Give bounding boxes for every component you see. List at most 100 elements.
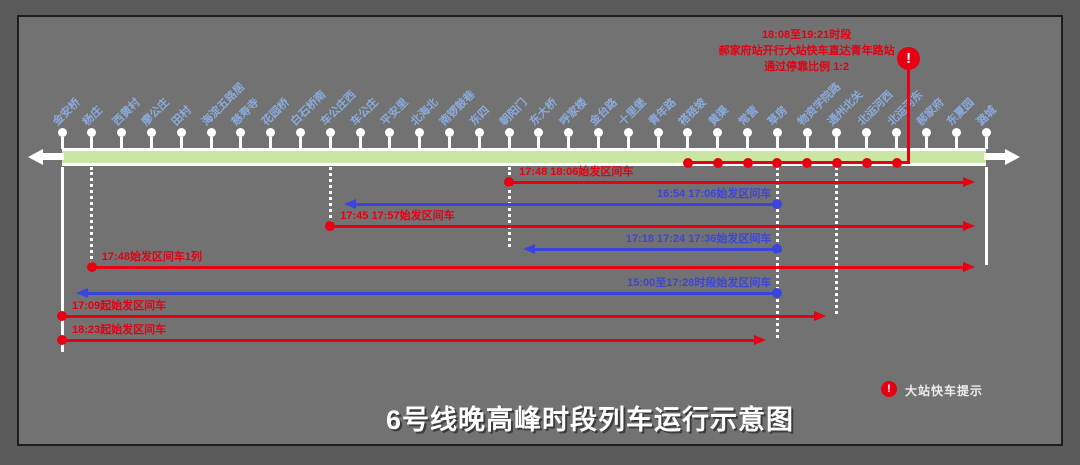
station-tick xyxy=(567,137,571,149)
train-origin-dot xyxy=(504,177,515,187)
station-dot xyxy=(206,128,216,137)
station-dot xyxy=(534,128,544,137)
train-label: 16:54 17:06始发区间车 xyxy=(657,188,772,200)
station-tick xyxy=(447,137,451,149)
station-guide-line xyxy=(984,167,988,265)
station-dot xyxy=(713,128,723,137)
station-dot xyxy=(564,128,574,137)
station-tick xyxy=(209,137,213,149)
train-label: 17:48 18:06始发区间车 xyxy=(519,166,634,178)
legend-alert-icon: ! xyxy=(881,381,897,397)
station-tick xyxy=(60,137,64,149)
express-alert-icon: ! xyxy=(897,46,921,70)
train-origin-dot xyxy=(86,262,97,272)
station-tick xyxy=(179,137,183,149)
train-label: 15:00至17:28时段始发区间车 xyxy=(627,277,772,289)
station-dot xyxy=(117,128,127,137)
train-arrowhead xyxy=(754,335,767,345)
track-west-shaft xyxy=(42,153,64,160)
express-notice-line: 18:08至19:21时段 xyxy=(761,29,852,41)
track-east-shaft xyxy=(984,153,1006,160)
station-tick xyxy=(805,137,809,149)
station-dot xyxy=(623,128,633,137)
station-dot xyxy=(743,128,753,137)
train-label: 17:09起始发区间车 xyxy=(72,300,167,312)
station-guide-line xyxy=(90,167,94,265)
arrow-west-icon xyxy=(28,149,43,165)
train-arrowhead xyxy=(963,221,975,231)
train-origin-dot xyxy=(57,311,67,321)
station-tick xyxy=(298,137,302,149)
train-origin-dot xyxy=(772,244,783,254)
station-tick xyxy=(120,137,124,149)
train-label: 17:45 17:57始发区间车 xyxy=(340,210,455,222)
station-tick xyxy=(656,137,660,149)
station-tick xyxy=(239,137,243,149)
station-dot xyxy=(832,128,842,137)
station-dot xyxy=(653,128,663,137)
train-line xyxy=(62,338,755,342)
station-tick xyxy=(597,137,601,149)
train-line xyxy=(330,224,963,228)
train-arrowhead xyxy=(963,177,975,187)
express-skip-line xyxy=(685,161,911,164)
arrow-east-icon xyxy=(1005,149,1020,165)
station-tick xyxy=(626,137,630,149)
station-tick xyxy=(924,137,928,149)
station-guide-line xyxy=(60,167,64,352)
station-tick xyxy=(716,137,720,149)
station-guide-line xyxy=(835,167,839,314)
train-origin-dot xyxy=(772,288,783,298)
express-notice-line: 郝家府站开行大站快车直达青年路站 xyxy=(718,45,895,57)
station-dot xyxy=(236,128,246,137)
station-tick xyxy=(537,137,541,149)
station-dot xyxy=(295,128,305,137)
station-dot xyxy=(146,128,156,137)
station-dot xyxy=(385,128,395,137)
station-dot xyxy=(594,128,604,137)
train-origin-dot xyxy=(325,221,336,231)
diagram-title: 6号线晚高峰时段列车运行示意图 xyxy=(385,405,794,435)
station-tick xyxy=(328,137,332,149)
station-dot xyxy=(176,128,186,137)
station-dot xyxy=(355,128,365,137)
station-tick xyxy=(984,137,988,149)
station-tick xyxy=(895,137,899,149)
station-tick xyxy=(477,137,481,149)
station-dot xyxy=(444,128,454,137)
station-tick xyxy=(507,137,511,149)
station-dot xyxy=(87,128,97,137)
station-tick xyxy=(388,137,392,149)
station-guide-line xyxy=(328,167,332,224)
station-dot xyxy=(772,128,782,137)
station-tick xyxy=(269,137,273,149)
train-label: 17:18 17:24 17:36始发区间车 xyxy=(625,233,772,245)
station-tick xyxy=(149,137,153,149)
station-dot xyxy=(415,128,425,137)
legend-label: 大站快车提示 xyxy=(905,384,984,398)
train-line xyxy=(88,291,778,295)
train-line xyxy=(62,314,814,318)
train-arrowhead xyxy=(76,288,88,298)
station-tick xyxy=(746,137,750,149)
station-dot xyxy=(981,128,991,137)
station-dot xyxy=(921,128,931,137)
train-origin-dot xyxy=(772,199,783,209)
station-dot xyxy=(951,128,961,137)
station-dot xyxy=(892,128,902,137)
station-tick xyxy=(775,137,779,149)
station-dot xyxy=(683,128,693,137)
train-line xyxy=(509,180,963,184)
train-arrowhead xyxy=(344,199,357,209)
train-label: 17:48始发区间车1列 xyxy=(101,251,203,263)
station-dot xyxy=(474,128,484,137)
express-notice: 18:08至19:21时段 郝家府站开行大站快车直达青年路站 通过停靠比例 1:… xyxy=(647,27,967,75)
station-tick xyxy=(418,137,422,149)
train-origin-dot xyxy=(57,335,67,345)
station-dot xyxy=(57,128,67,137)
train-arrowhead xyxy=(813,311,826,321)
station-tick xyxy=(686,137,690,149)
diagram-panel xyxy=(17,15,1063,446)
station-tick xyxy=(835,137,839,149)
